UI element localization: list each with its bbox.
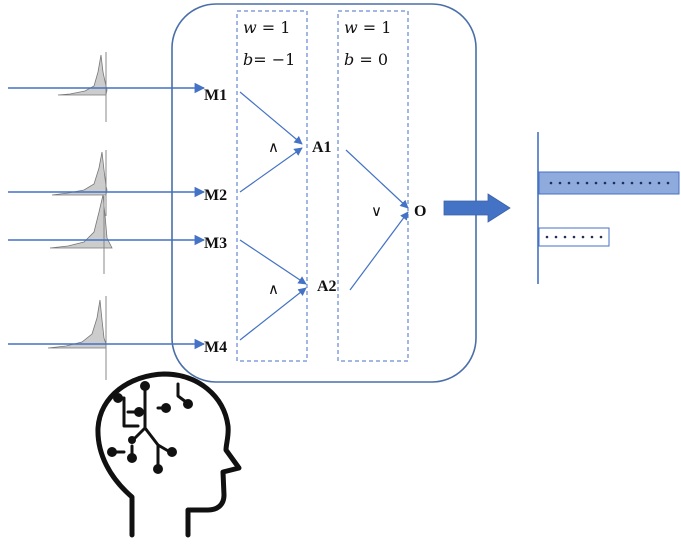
model-container [171, 3, 477, 383]
output-bar-low-dots [545, 235, 603, 239]
output-bar-high-dots [549, 181, 670, 185]
node-m2: M2 [204, 187, 227, 204]
output-arrow-icon [443, 193, 511, 223]
edge-a2-o [349, 211, 409, 291]
gaussian-curve-icon [49, 194, 113, 274]
edge-m4-a2 [239, 287, 307, 341]
edge-m1-a1 [239, 91, 303, 145]
layer1-box [236, 10, 308, 362]
layer2-box [337, 10, 409, 362]
node-a2: A2 [317, 278, 337, 295]
gaussian-curve-icon [57, 52, 108, 122]
gaussian-curve-icon [47, 296, 107, 380]
node-o: O [414, 203, 426, 220]
layer1-bias: b= −1 [243, 50, 295, 69]
and-operator-bottom: ∧ [268, 280, 279, 298]
output-bar-high [538, 171, 680, 195]
layer2-bias: b = 0 [344, 50, 388, 69]
layer1-weight: w = 1 [243, 18, 290, 37]
node-m3: M3 [204, 235, 227, 252]
node-a1: A1 [312, 139, 332, 156]
edge-m2-a1 [239, 147, 303, 193]
brain-circuit-icon [95, 371, 242, 538]
and-operator-top: ∧ [268, 138, 279, 156]
node-m4: M4 [204, 339, 227, 356]
or-operator: ∨ [371, 202, 382, 220]
edge-m3-a2 [239, 239, 307, 285]
layer2-weight: w = 1 [344, 18, 391, 37]
gaussian-curve-icon [51, 150, 108, 216]
node-m1: M1 [204, 87, 227, 104]
edge-a1-o [345, 149, 409, 209]
